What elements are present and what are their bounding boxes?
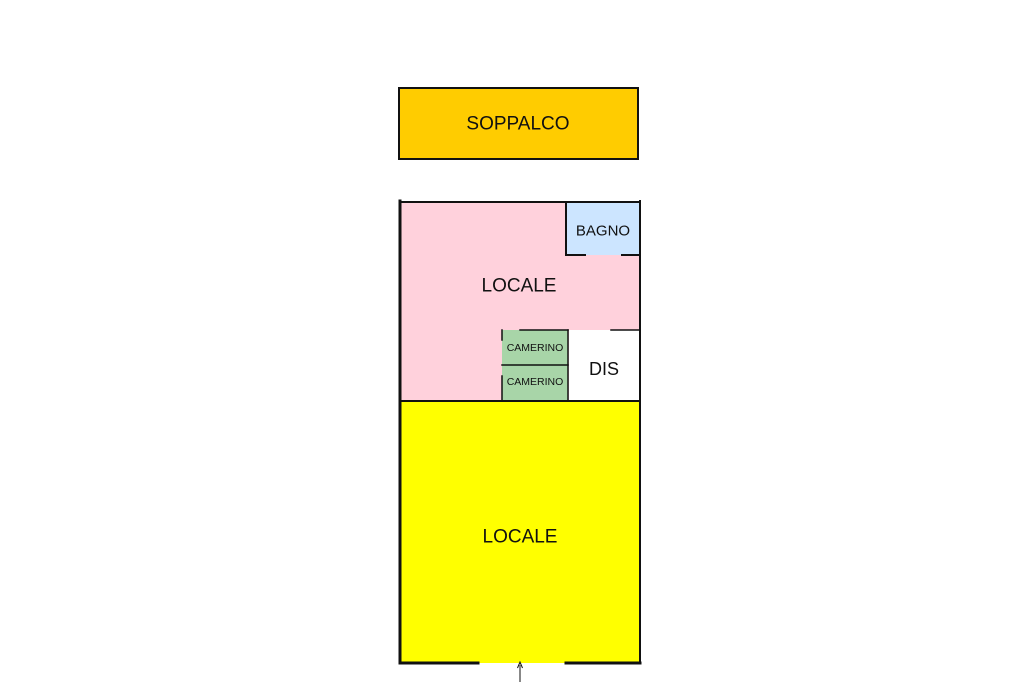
dressing-room-2-label: CAMERINO [507,376,564,388]
dressing-room-1-area [502,330,568,365]
front-room-area [401,401,640,663]
room-front-locale: LOCALE [401,401,640,663]
dressing-room-1-label: CAMERINO [507,342,564,354]
front-room-label: LOCALE [483,527,558,548]
room-dressing-2: CAMERINO [502,365,568,401]
mezzanine-area [398,87,639,160]
mezzanine-label: SOPPALCO [466,114,569,135]
walls [398,199,642,665]
corridor-label: DIS [589,359,619,379]
bathroom-area [566,202,640,255]
corridor-area [569,330,640,401]
entrance-arrow-icon [517,660,523,682]
bathroom-label: BAGNO [576,223,630,240]
room-mezzanine: SOPPALCO [398,87,639,160]
room-bathroom: BAGNO [566,202,640,255]
room-corridor: DIS [569,330,640,401]
back-room-label: LOCALE [482,276,557,297]
dressing-room-2-area [502,365,568,401]
room-dressing-1: CAMERINO [502,330,568,365]
